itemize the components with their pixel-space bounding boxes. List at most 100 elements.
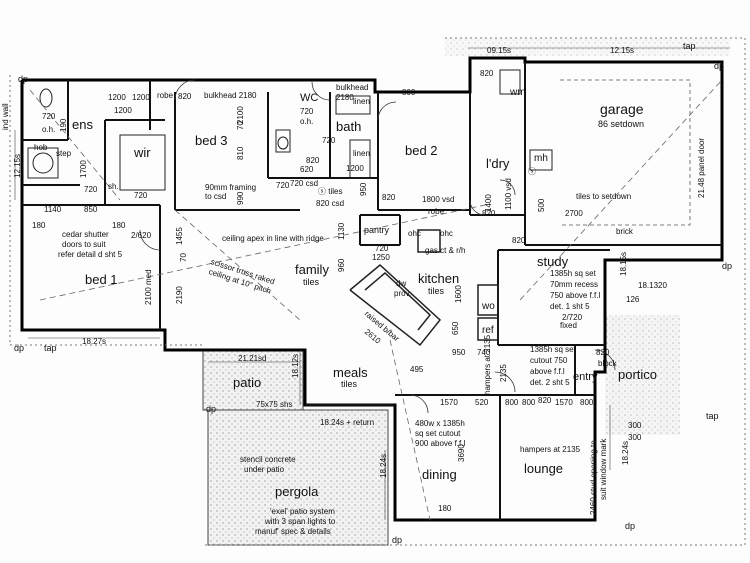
dim-820-c: 820	[382, 193, 396, 202]
dim-70-b: 70	[179, 253, 188, 262]
dim-650: 650	[451, 321, 460, 335]
dim-1200-a: 1200	[108, 93, 126, 102]
dim-810: 810	[236, 146, 245, 160]
dim-300-a: 300	[628, 421, 642, 430]
dim-3690: 3690	[457, 444, 466, 462]
note-stud-1: 2460 stud opening to	[589, 440, 598, 515]
room-label-portico: portico	[618, 367, 658, 382]
room-label-family: family	[295, 262, 329, 277]
note-gas-cooktop: gas ct & r/h	[425, 246, 466, 255]
dim-1200-c: 1200	[346, 164, 364, 173]
dim-820-f: 820	[596, 348, 610, 357]
note-bulkhead-bath-value: 2180	[336, 93, 354, 102]
room-label-bed-1: bed 1	[85, 272, 118, 287]
note-csd-820: 820 csd	[316, 199, 345, 208]
dim-70-a: 70	[236, 121, 245, 130]
dim-720-b: 720	[84, 185, 98, 194]
dim-820-a: 820	[178, 92, 192, 101]
dim-2190: 2190	[175, 286, 184, 304]
dim-1200-d: 1200	[114, 106, 132, 115]
dim-820-d: 820	[482, 209, 496, 218]
dim-18132: 18.1320	[638, 281, 667, 290]
dim-2135: 2135	[499, 364, 508, 382]
note-study-2: 70mm recess	[550, 280, 599, 289]
patio-area	[202, 349, 304, 411]
pergola-area	[207, 409, 389, 546]
dim-1200-b: 1200	[132, 93, 150, 102]
room-label-wo: wo	[482, 301, 495, 312]
dim-180-c: 180	[438, 504, 452, 513]
garage-setdown-note: 86 setdown	[598, 119, 645, 129]
room-label-brick: brick	[616, 227, 633, 236]
dim-1455: 1455	[175, 227, 184, 245]
meals-tiles: tiles	[341, 379, 358, 389]
note-s-tiles: ⓢ tiles	[318, 187, 343, 196]
room-label-robe-1: robe	[157, 91, 174, 100]
note-csd-720: 720 csd	[290, 179, 319, 188]
dim-820-g: 820	[538, 396, 552, 405]
dim-1140: 1140	[44, 205, 62, 214]
dim-2700: 2700	[565, 209, 583, 218]
dim-495: 495	[410, 365, 424, 374]
kitchen-tiles: tiles	[428, 286, 445, 296]
room-label-bed-3: bed 3	[195, 133, 228, 148]
dim-2-620: 2/620	[131, 231, 152, 240]
room-label-patio: patio	[233, 375, 262, 390]
note-entry-1: 1385h sq set	[530, 345, 576, 354]
kitchen-bench	[349, 229, 499, 347]
dim-720-f: 720	[375, 244, 389, 253]
note-dp-6: dp	[722, 261, 733, 271]
note-dp-7: dp	[18, 74, 29, 84]
note-tap-3: tap	[706, 411, 719, 421]
room-label-linen-1: linen	[353, 97, 370, 106]
dim-180-b: 180	[112, 221, 126, 230]
ceiling-lines	[29, 79, 723, 521]
note-study-1: 1385h sq set	[550, 269, 596, 278]
note-dining-1: 480w x 1385h	[415, 419, 465, 428]
room-label-bath: bath	[336, 119, 362, 134]
room-label-wc: WC	[300, 92, 319, 104]
note-stencil-2: under patio	[244, 465, 285, 474]
room-label-hob: hob	[34, 143, 48, 152]
dim-740: 740	[477, 348, 491, 357]
dim-720-d: 720	[300, 107, 314, 116]
dim-800-b: 800	[522, 398, 536, 407]
note-ceiling-apex: ceiling apex in line with ridge	[222, 234, 324, 243]
dim-950-b: 950	[359, 182, 368, 196]
dim-1215-top: 12.15s	[610, 46, 635, 55]
dim-800-c: 800	[402, 88, 416, 97]
dim-0915: 09.15s	[487, 46, 512, 55]
note-cedar-2: doors to suit	[62, 240, 106, 249]
room-label-lounge: lounge	[524, 461, 564, 476]
room-label-prov: prov.	[394, 289, 412, 298]
dim-126: 126	[626, 295, 640, 304]
dim-2121: 21.21sd	[238, 354, 267, 363]
note-dp-3: dp	[392, 535, 403, 545]
room-label-laundry: l'dry	[486, 156, 510, 171]
room-label-wm: wm	[510, 87, 526, 98]
dim-960: 960	[337, 258, 346, 272]
note-study-4: det. 1 sht 5	[550, 302, 590, 311]
note-stencil-1: stencil concrete	[240, 455, 296, 464]
room-label-ref: ref	[482, 325, 494, 336]
dim-720-a: 720	[42, 112, 56, 121]
dim-1250: 1250	[372, 253, 390, 262]
note-study-fixed: fixed	[560, 321, 577, 330]
note-study-frac: 2/720	[562, 313, 583, 322]
note-dp-4: dp	[625, 521, 636, 531]
dim-1570-a: 1570	[440, 398, 458, 407]
room-label-pantry: pantry	[364, 225, 390, 235]
room-label-ens: ens	[72, 117, 93, 132]
note-exel-2: with 3 span lights to	[265, 517, 336, 526]
dim-300-b: 300	[628, 433, 642, 442]
note-cedar-1: cedar shutter	[62, 230, 109, 239]
note-stud-2: suit window mark	[599, 438, 608, 500]
dim-620: 620	[300, 165, 314, 174]
note-dp-5: dp	[714, 61, 725, 71]
dim-1812: 18.12s	[291, 353, 300, 378]
room-label-step: step	[56, 149, 72, 158]
dim-180-a: 180	[32, 221, 46, 230]
dim-1815: 18.15s	[619, 251, 628, 276]
